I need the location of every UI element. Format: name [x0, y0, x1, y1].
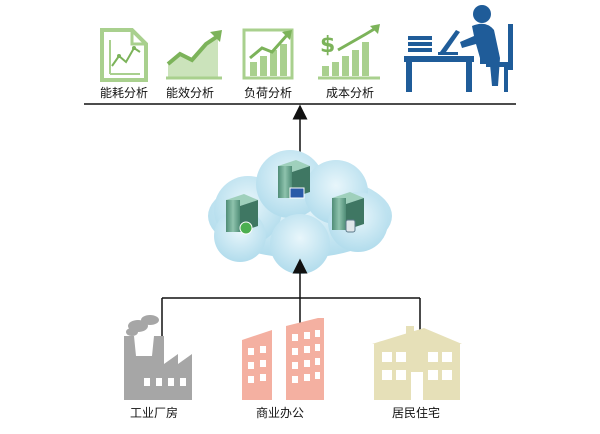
cloud-servers-icon — [208, 150, 392, 274]
svg-text:$: $ — [320, 33, 335, 58]
analysis-label-cost: 成本分析 — [325, 86, 375, 100]
dollar-growth-icon: $ — [318, 24, 380, 80]
factory-icon — [124, 315, 192, 400]
server-icon — [226, 194, 258, 235]
residential-house-icon — [372, 326, 462, 400]
analysis-label-energy-efficiency: 能效分析 — [165, 86, 215, 100]
source-label-residential: 居民住宅 — [391, 406, 441, 420]
person-at-computer-icon — [404, 5, 513, 92]
source-label-factory: 工业厂房 — [129, 406, 179, 420]
trend-line-icon — [166, 30, 222, 80]
server-icon — [332, 192, 364, 233]
analysis-label-energy-consumption: 能耗分析 — [99, 86, 149, 100]
source-label-office: 商业办公 — [255, 406, 305, 420]
chart-document-icon — [100, 28, 148, 82]
bar-chart-arrow-icon — [242, 28, 294, 80]
server-icon — [278, 160, 310, 199]
office-building-icon — [242, 318, 324, 400]
analysis-label-load: 负荷分析 — [243, 86, 293, 100]
